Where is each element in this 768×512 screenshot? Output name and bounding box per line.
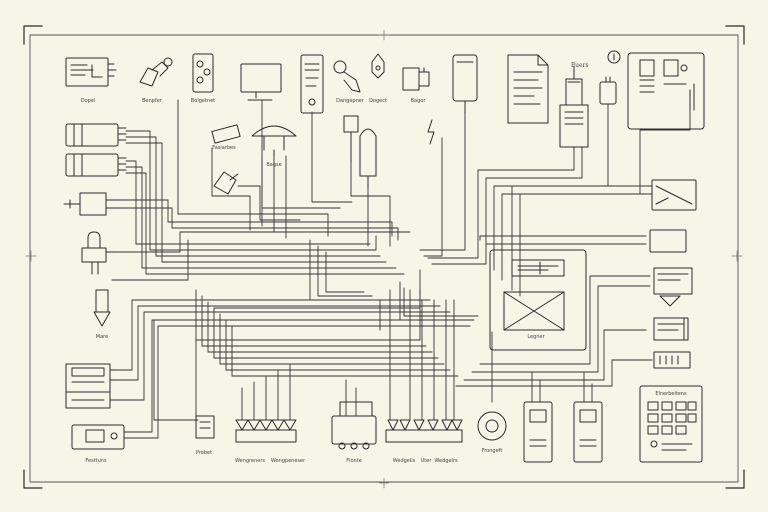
connector-group-right [385, 419, 463, 443]
right-display-1 [651, 179, 697, 211]
left-component-5 [93, 289, 111, 327]
top-component-6 [333, 60, 361, 93]
monitor [240, 63, 282, 101]
dial [477, 411, 507, 441]
bottom-small-panel [195, 415, 215, 439]
left-component-3 [63, 192, 121, 216]
wiring-harness [109, 99, 691, 439]
probe [343, 115, 359, 163]
label-left-3: Mare [95, 334, 109, 340]
label-top-4: Dangepner [336, 98, 364, 104]
plug [599, 76, 617, 105]
left-component-1 [65, 123, 127, 147]
sensor-handle [359, 128, 377, 189]
label-top-1: Dopel [80, 98, 96, 104]
info-icon [607, 50, 621, 64]
label-top-5: Dogect [369, 98, 387, 104]
handheld-unit-1 [523, 401, 553, 463]
label-bottom-1: Festtuns [85, 458, 107, 464]
label-top-right: Fuers [571, 62, 589, 69]
right-display-4 [653, 317, 689, 341]
handheld-unit-2 [573, 401, 603, 463]
lightning-icon [427, 119, 435, 145]
label-top-6: Bagor [410, 98, 426, 104]
left-block-1 [65, 363, 119, 393]
label-center-box: Legner [527, 334, 545, 340]
left-block-2 [65, 391, 111, 409]
connector-group-left [235, 419, 297, 443]
right-display-2 [649, 229, 687, 253]
top-component-2 [139, 57, 173, 87]
label-left-2: Bagse [266, 162, 282, 168]
label-bottom-right-title: Elnerbeitens [655, 391, 687, 397]
lamp [251, 125, 297, 157]
hand-sensor [213, 171, 239, 195]
left-block-3 [71, 424, 125, 450]
document [507, 54, 549, 124]
left-component-2 [65, 153, 127, 177]
frame [23, 25, 745, 489]
label-left-1: Fasiarbes [212, 145, 236, 151]
top-component-1 [65, 57, 117, 87]
label-bottom-5: Flonte [346, 458, 362, 464]
top-component-5 [300, 54, 324, 114]
label-bottom-7: Uter [420, 458, 432, 464]
control-panel [627, 52, 705, 130]
label-bottom-8: Wedgelrs [434, 458, 458, 464]
label-bottom-6: Wedgelis [392, 458, 416, 464]
top-component-7 [371, 53, 385, 79]
top-component-3 [192, 53, 214, 93]
relay-block [559, 65, 589, 148]
reference-grid-panel [639, 385, 703, 463]
connector-block-mid [331, 401, 377, 450]
label-bottom-9: Frongeft [481, 448, 503, 454]
right-display-3 [653, 267, 693, 307]
label-bottom-4: Wengpeneser [270, 458, 306, 464]
top-component-8 [402, 67, 430, 91]
right-display-5 [653, 351, 691, 369]
label-bottom-2: Probet [195, 450, 213, 456]
label-top-3: Bolgetnet [190, 98, 216, 104]
central-module [489, 249, 587, 351]
left-component-4 [81, 231, 117, 275]
cartridge [211, 124, 241, 144]
power-supply [452, 54, 478, 114]
label-bottom-3: Wengreners [235, 458, 265, 464]
label-top-2: Benpfer [142, 98, 162, 104]
